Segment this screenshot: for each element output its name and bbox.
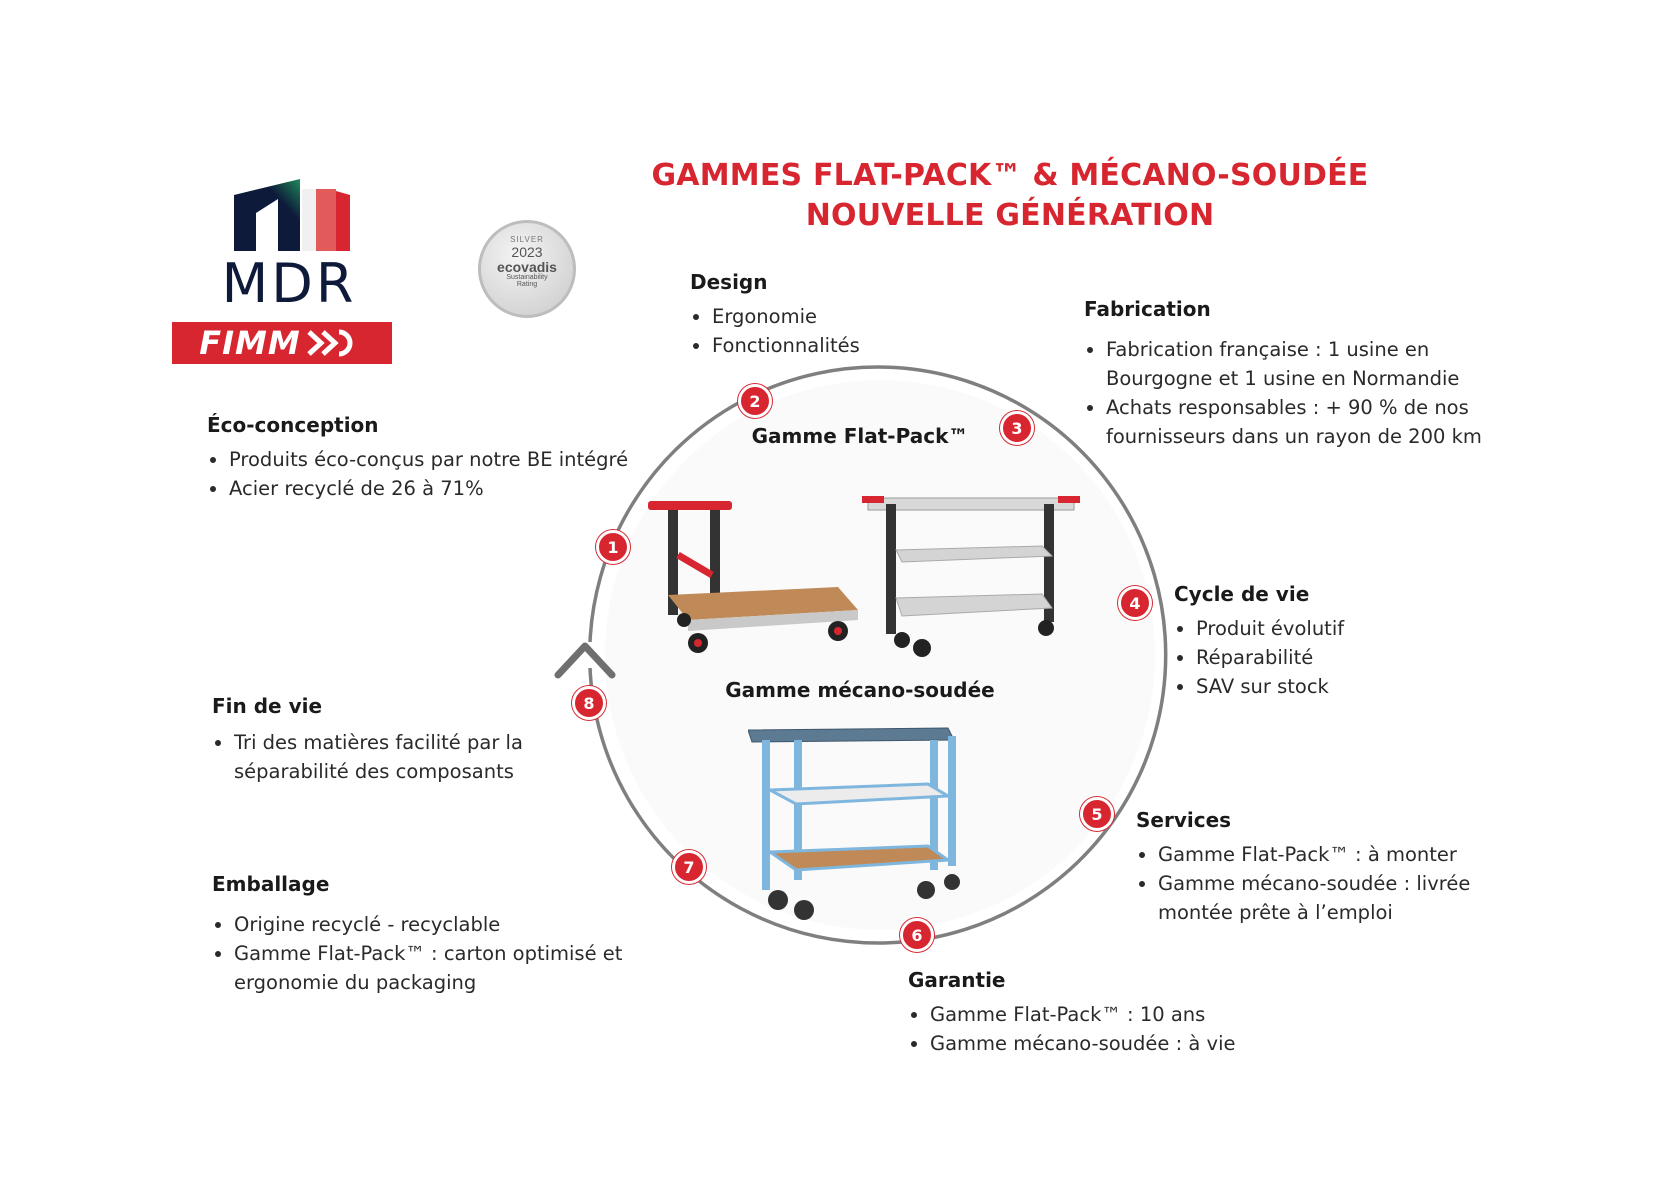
badge-name: ecovadis <box>497 259 557 275</box>
ecovadis-badge: SILVER 2023 ecovadis Sustainability Rati… <box>478 220 576 318</box>
step-2-badge: 2 <box>738 384 772 418</box>
section-garantie-title: Garantie <box>908 968 1006 992</box>
logo-fimm-banner: FIMM <box>172 322 392 364</box>
mecano-welded-cart-icon <box>748 727 960 920</box>
section-emballage: Emballage Origine recyclé - recyclable G… <box>212 872 672 997</box>
section-design-title: Design <box>690 270 768 294</box>
list-item: Achats responsables : + 90 % de nos four… <box>1106 393 1514 451</box>
list-item: Origine recyclé - recyclable <box>234 910 672 939</box>
badge-line1: Sustainability <box>506 274 548 281</box>
list-item: Gamme Flat-Pack™ : carton optimisé et er… <box>234 939 672 997</box>
list-item: Gamme Flat-Pack™ : à monter <box>1158 840 1516 869</box>
list-item: Gamme mécano-soudée : livrée montée prêt… <box>1158 869 1516 927</box>
section-cycle-de-vie: Cycle de vie Produit évolutif Réparabili… <box>1174 582 1474 701</box>
logo-fimm-text: FIMM <box>199 324 301 362</box>
section-fabrication: Fabrication Fabrication française : 1 us… <box>1084 297 1514 451</box>
step-4-badge: 4 <box>1118 586 1152 620</box>
section-fabrication-title: Fabrication <box>1084 297 1211 321</box>
step-1-badge: 1 <box>596 530 630 564</box>
list-item: Tri des matières facilité par la séparab… <box>234 728 572 786</box>
list-item: Produit évolutif <box>1196 614 1474 643</box>
logo-brand-text: MDR <box>221 252 357 315</box>
section-cycle-title: Cycle de vie <box>1174 582 1310 606</box>
page-title-line1: GAMMES FLAT-PACK™ & MÉCANO-SOUDÉE <box>651 158 1369 193</box>
badge-tier: SILVER <box>510 235 544 244</box>
section-fin-de-vie: Fin de vie Tri des matières facilité par… <box>212 694 572 786</box>
list-item: SAV sur stock <box>1196 672 1474 701</box>
section-design: Design Ergonomie Fonctionnalités <box>690 270 990 360</box>
step-7-badge: 7 <box>672 850 706 884</box>
step-3-badge: 3 <box>1000 411 1034 445</box>
circle-arrow-icon <box>554 642 616 679</box>
badge-line2: Rating <box>516 281 538 288</box>
page-title-line2: NOUVELLE GÉNÉRATION <box>805 198 1215 233</box>
gamme-mecano-label: Gamme mécano-soudée <box>725 678 995 702</box>
section-emballage-title: Emballage <box>212 872 330 896</box>
flatpack-platform-cart-icon <box>648 501 858 653</box>
section-eco-title: Éco-conception <box>207 413 379 437</box>
badge-year: 2023 <box>511 244 543 260</box>
list-item: Gamme Flat-Pack™ : 10 ans <box>930 1000 1308 1029</box>
gamme-flatpack-label: Gamme Flat-Pack™ <box>751 424 969 448</box>
flatpack-shelf-cart-icon <box>862 496 1080 657</box>
mdr-fimm-logo <box>170 155 400 370</box>
list-item: Réparabilité <box>1196 643 1474 672</box>
list-item: Fabrication française : 1 usine en Bourg… <box>1106 335 1514 393</box>
step-5-badge: 5 <box>1080 797 1114 831</box>
step-6-badge: 6 <box>900 918 934 952</box>
step-8-badge: 8 <box>572 686 606 720</box>
list-item: Gamme mécano-soudée : à vie <box>930 1029 1308 1058</box>
list-item: Ergonomie <box>712 302 990 331</box>
list-item: Fonctionnalités <box>712 331 990 360</box>
section-fin-title: Fin de vie <box>212 694 323 718</box>
section-eco-conception: Éco-conception Produits éco-conçus par n… <box>207 413 677 503</box>
list-item: Acier recyclé de 26 à 71% <box>229 474 677 503</box>
mdr-house-logo-icon <box>234 179 350 251</box>
section-services-title: Services <box>1136 808 1232 832</box>
fimm-chevrons-icon <box>307 329 353 357</box>
section-services: Services Gamme Flat-Pack™ : à monter Gam… <box>1136 808 1516 927</box>
section-garantie: Garantie Gamme Flat-Pack™ : 10 ans Gamme… <box>908 968 1308 1058</box>
list-item: Produits éco-conçus par notre BE intégré <box>229 445 677 474</box>
